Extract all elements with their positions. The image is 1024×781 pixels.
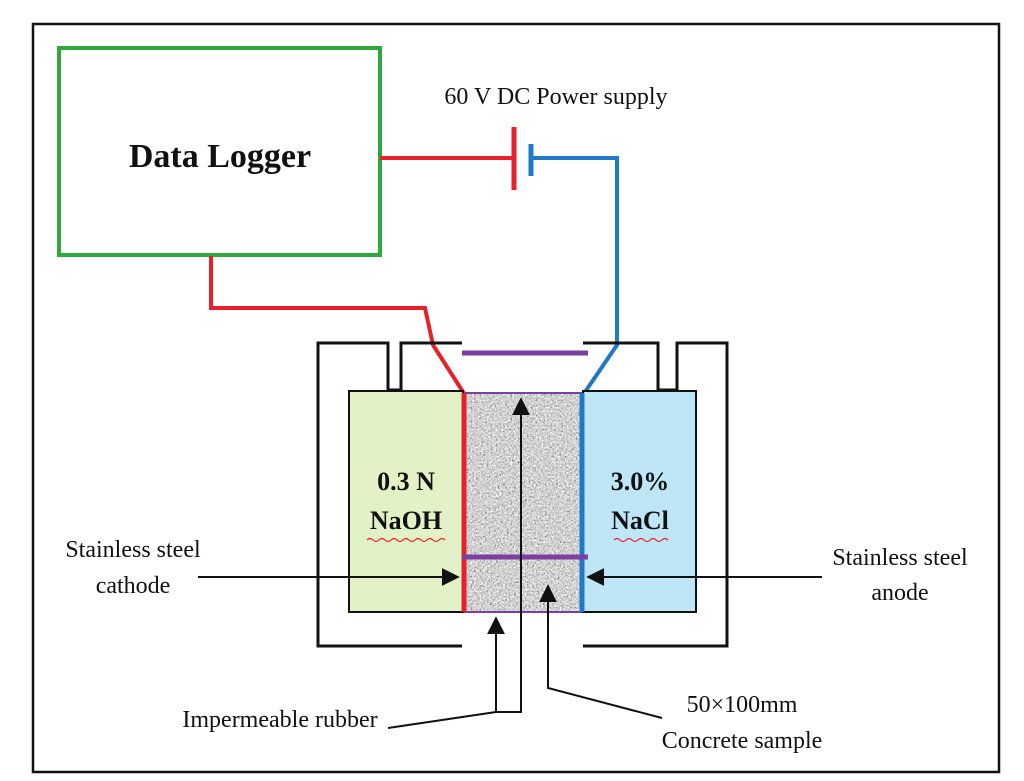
cathode-label-line1: Stainless steel (65, 537, 201, 563)
sample-size-label: 50×100mm (687, 692, 798, 718)
leader-arrows (198, 397, 822, 729)
left-cell-frame (316, 341, 462, 648)
sample-name-label: Concrete sample (662, 728, 823, 754)
nacl-spellcheck-underline (613, 537, 669, 543)
rubber-arrow-top (496, 397, 530, 713)
right-cell-frame (583, 341, 729, 648)
naoh-concentration: 0.3 N (377, 467, 435, 496)
sample-leader-line (539, 584, 663, 719)
rubber-leader-line (387, 711, 497, 729)
anode-label-line2: anode (871, 580, 928, 606)
data-logger-label: Data Logger (129, 138, 311, 175)
nacl-concentration: 3.0% (611, 467, 670, 496)
positive-wire-cathode (209, 256, 467, 397)
data-logger-box (57, 46, 382, 257)
power-supply-label: 60 V DC Power supply (444, 84, 667, 110)
nacl-solution (582, 390, 697, 613)
naoh-solution (348, 390, 464, 613)
negative-wire-anode (531, 156, 619, 397)
nacl-label: NaCl (611, 506, 669, 535)
cathode-label-line2: cathode (96, 573, 171, 599)
concrete-sample (465, 393, 581, 612)
rubber-label: Impermeable rubber (182, 707, 377, 733)
naoh-spellcheck-underline (366, 537, 446, 543)
anode-label-line1: Stainless steel (832, 545, 968, 571)
naoh-label: NaOH (370, 506, 442, 535)
